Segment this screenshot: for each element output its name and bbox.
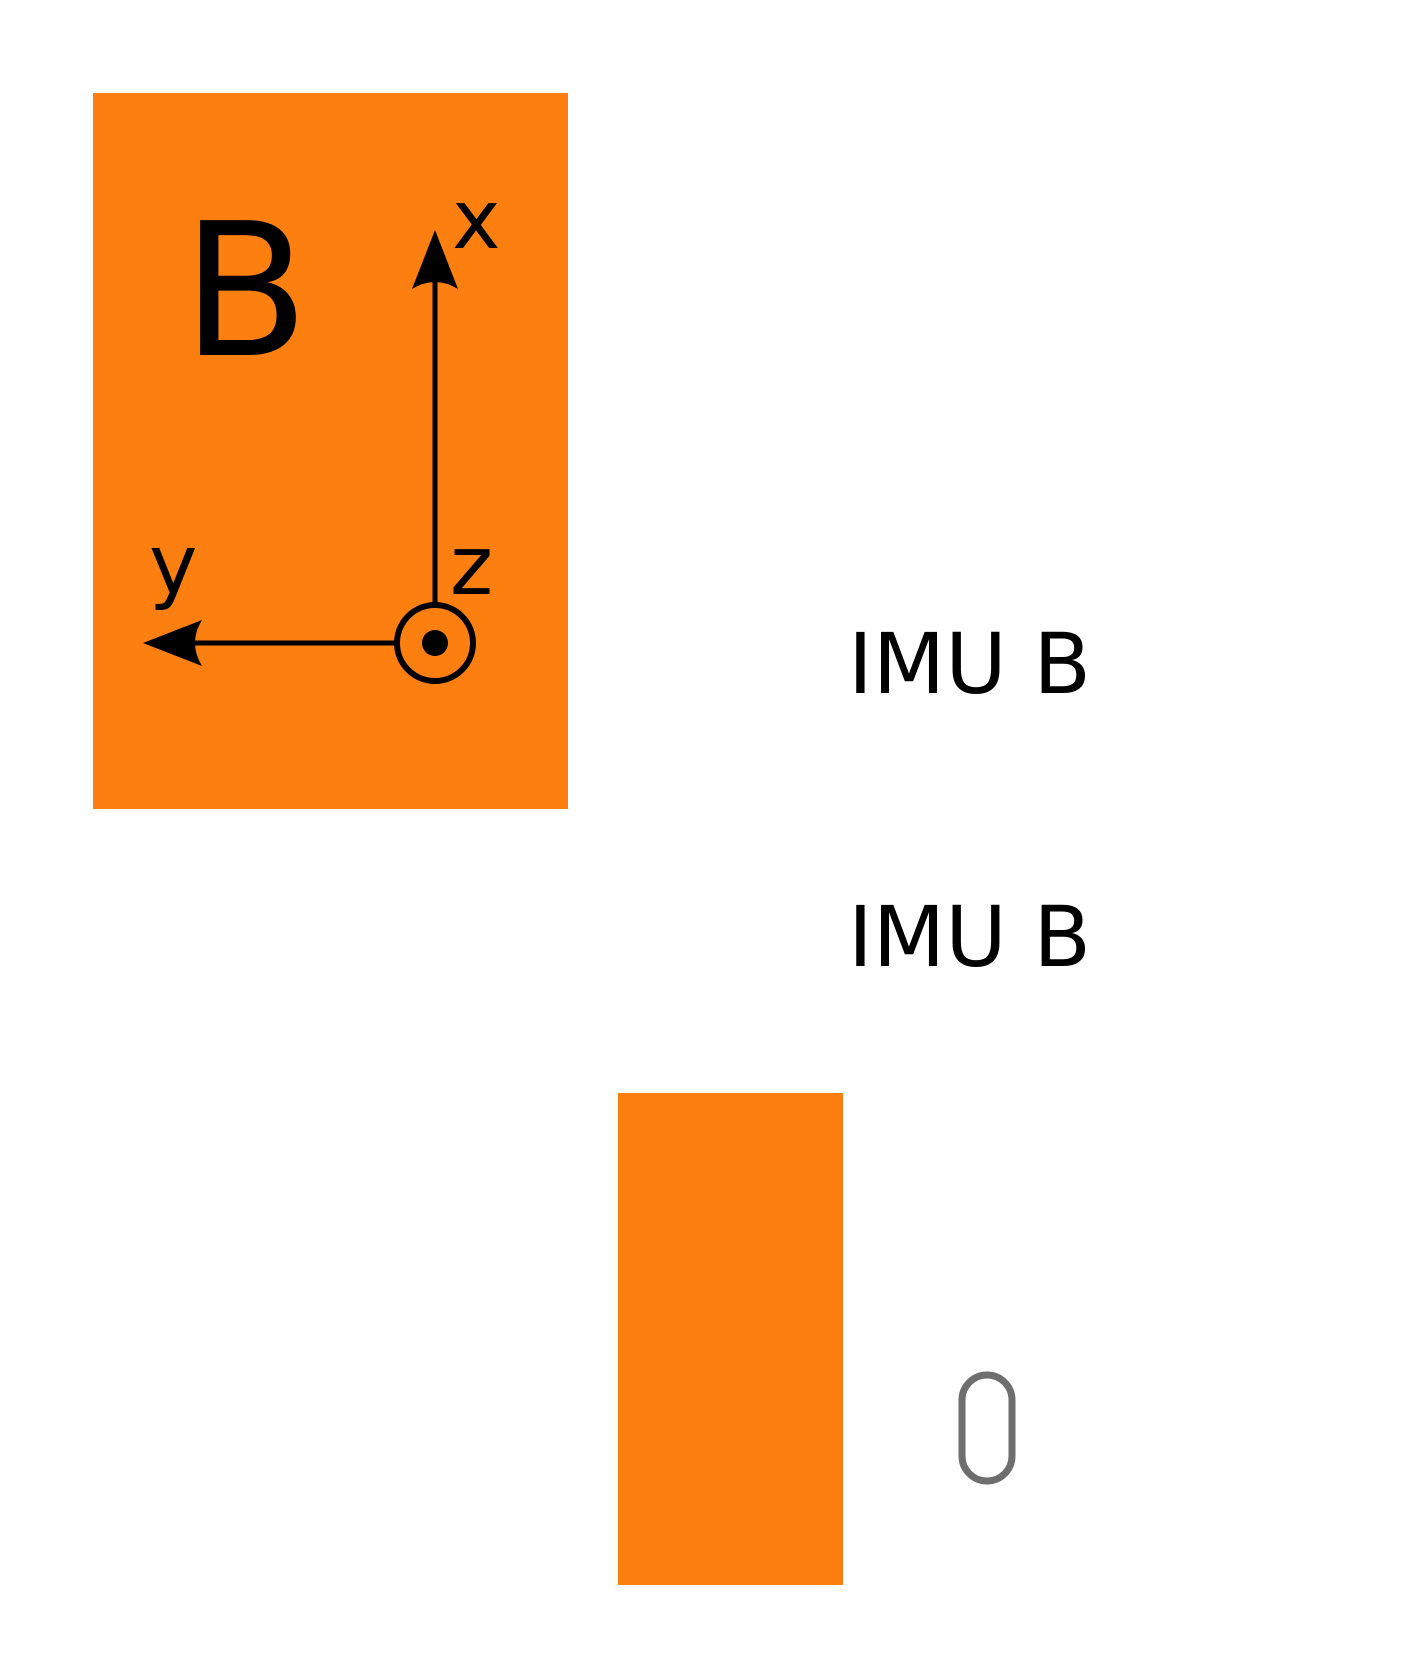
capsule-outline-icon	[958, 1371, 1016, 1485]
x-axis-label: x	[452, 173, 501, 268]
imu-label-2: IMU B	[848, 888, 1091, 986]
z-axis-out-of-page-icon	[394, 602, 476, 684]
imu-block	[93, 93, 568, 809]
legend-swatch	[618, 1093, 843, 1585]
imu-label-1: IMU B	[848, 615, 1091, 713]
imu-block-label: B	[182, 183, 309, 399]
x-axis-arrow	[412, 230, 458, 605]
y-axis-arrow	[143, 620, 396, 666]
z-axis-label: z	[450, 519, 493, 614]
y-axis-label: y	[149, 518, 198, 613]
